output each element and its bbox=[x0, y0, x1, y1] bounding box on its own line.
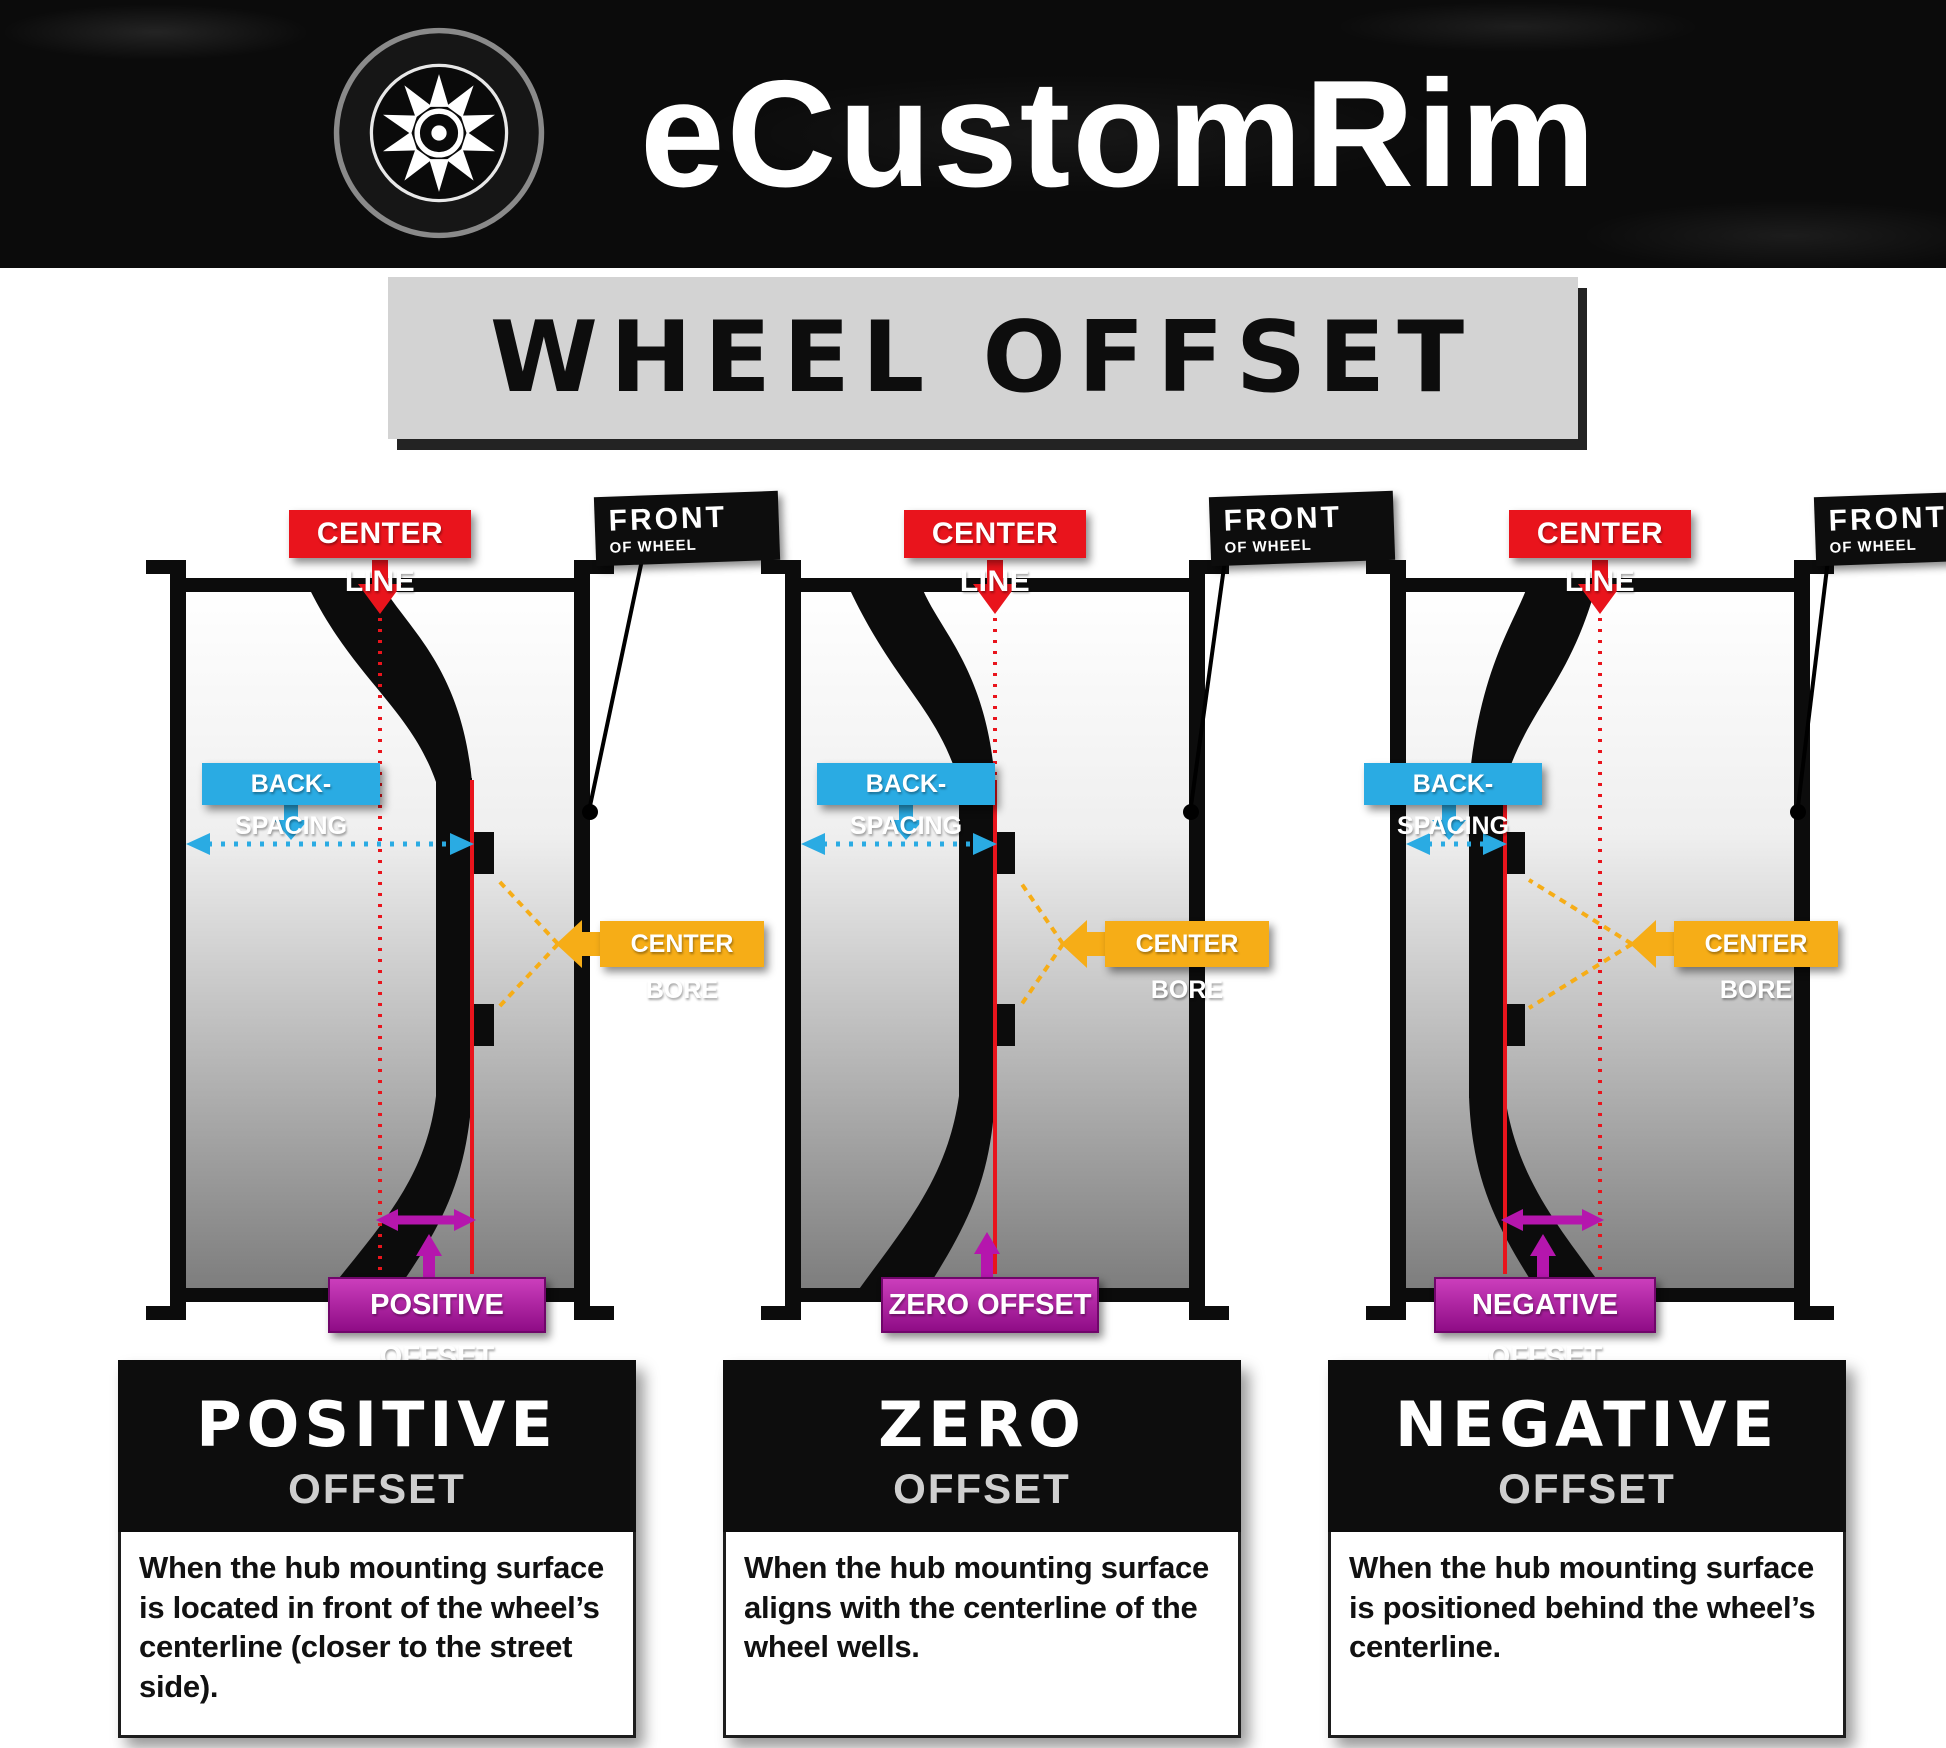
negative-offset-label: NEGATIVE OFFSET bbox=[1434, 1277, 1656, 1373]
center-line-label: CENTER LINE bbox=[1509, 510, 1691, 598]
wheel-cross-section-positive bbox=[146, 559, 644, 1320]
center-line-label: CENTER LINE bbox=[904, 510, 1086, 598]
center-bore-label: CENTER BORE bbox=[1105, 921, 1269, 1004]
back-spacing-arrow bbox=[1406, 804, 1507, 855]
card-subtitle: OFFSET bbox=[288, 1465, 466, 1512]
card-header: POSITIVE OFFSET bbox=[118, 1360, 636, 1532]
center-bore-label: CENTER BORE bbox=[600, 921, 764, 1004]
positive-offset-label: POSITIVE OFFSET bbox=[328, 1277, 546, 1373]
card-positive-offset: POSITIVE OFFSET When the hub mounting su… bbox=[118, 1360, 636, 1738]
card-subtitle: OFFSET bbox=[1498, 1465, 1676, 1512]
brand-wheel-logo-icon bbox=[333, 27, 545, 239]
title-text: WHEEL OFFSET bbox=[489, 301, 1477, 415]
center-line-label: CENTER LINE bbox=[289, 510, 471, 598]
card-negative-offset: NEGATIVE OFFSET When the hub mounting su… bbox=[1328, 1360, 1846, 1738]
zero-offset-label: ZERO OFFSET bbox=[881, 1277, 1099, 1333]
wheel-cross-section-negative bbox=[1366, 559, 1834, 1320]
front-of-wheel-pointer bbox=[1183, 559, 1227, 820]
card-header: ZERO OFFSET bbox=[723, 1360, 1241, 1532]
card-title: POSITIVE bbox=[196, 1388, 558, 1461]
center-line-arrow-icon bbox=[973, 560, 1017, 614]
center-bore-label: CENTER BORE bbox=[1674, 921, 1838, 1004]
front-of-wheel-label: FRONT OF WHEEL bbox=[593, 490, 781, 567]
card-title: ZERO bbox=[878, 1388, 1086, 1461]
offset-arrow bbox=[974, 1232, 1000, 1280]
title-banner: WHEEL OFFSET bbox=[388, 277, 1578, 439]
brand-name: eCustomRim bbox=[640, 49, 1598, 219]
front-of-wheel-pointer bbox=[582, 559, 644, 820]
back-spacing-label: BACK-SPACING bbox=[1364, 763, 1542, 840]
card-header: NEGATIVE OFFSET bbox=[1328, 1360, 1846, 1532]
center-bore-pointer bbox=[1527, 878, 1684, 1010]
center-bore-pointer bbox=[1017, 878, 1115, 1010]
diagram-positive-offset: CENTER LINE FRONT OF WHEEL BACK-SPACING … bbox=[140, 480, 781, 1373]
card-description: When the hub mounting surface aligns wit… bbox=[723, 1532, 1241, 1738]
center-bore-pointer bbox=[496, 878, 614, 1010]
card-subtitle: OFFSET bbox=[893, 1465, 1071, 1512]
center-line-arrow-icon bbox=[358, 560, 402, 614]
front-label-text: FRONT bbox=[608, 500, 728, 538]
back-spacing-arrow bbox=[801, 804, 997, 855]
wheel-cross-section-zero bbox=[761, 559, 1229, 1320]
front-label-text: FRONT bbox=[1828, 500, 1946, 538]
header-band: eCustomRim bbox=[0, 0, 1946, 268]
front-of-wheel-pointer bbox=[1790, 559, 1830, 820]
card-zero-offset: ZERO OFFSET When the hub mounting surfac… bbox=[723, 1360, 1241, 1738]
front-of-wheel-label: FRONT OF WHEEL bbox=[1813, 490, 1946, 567]
center-line-arrow-icon bbox=[1578, 560, 1622, 614]
card-title: NEGATIVE bbox=[1395, 1388, 1779, 1461]
diagram-zero-offset: CENTER LINE FRONT OF WHEEL BACK-SPACING … bbox=[755, 480, 1396, 1360]
back-spacing-label: BACK-SPACING bbox=[817, 763, 995, 840]
card-description: When the hub mounting surface is positio… bbox=[1328, 1532, 1846, 1738]
diagram-negative-offset: CENTER LINE FRONT OF WHEEL BACK-SPACING … bbox=[1360, 480, 1946, 1373]
back-spacing-arrow bbox=[186, 804, 474, 855]
offset-arrow bbox=[376, 1209, 476, 1280]
offset-arrow bbox=[1501, 1209, 1604, 1280]
back-spacing-label: BACK-SPACING bbox=[202, 763, 380, 840]
card-description: When the hub mounting surface is located… bbox=[118, 1532, 636, 1738]
